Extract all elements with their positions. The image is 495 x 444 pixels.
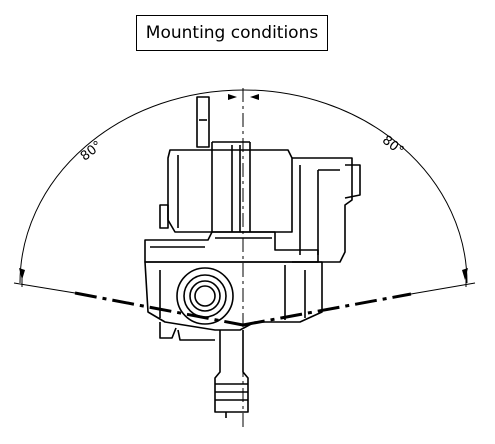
angle-right-label: 80°	[379, 133, 406, 159]
pump-component	[144, 96, 361, 418]
arc-arrowheads	[19, 94, 468, 280]
angle-left-label: 80°	[78, 138, 105, 164]
angle-arc	[13, 89, 476, 295]
limit-lines	[74, 291, 412, 327]
diagram-title: Mounting conditions	[136, 15, 328, 51]
